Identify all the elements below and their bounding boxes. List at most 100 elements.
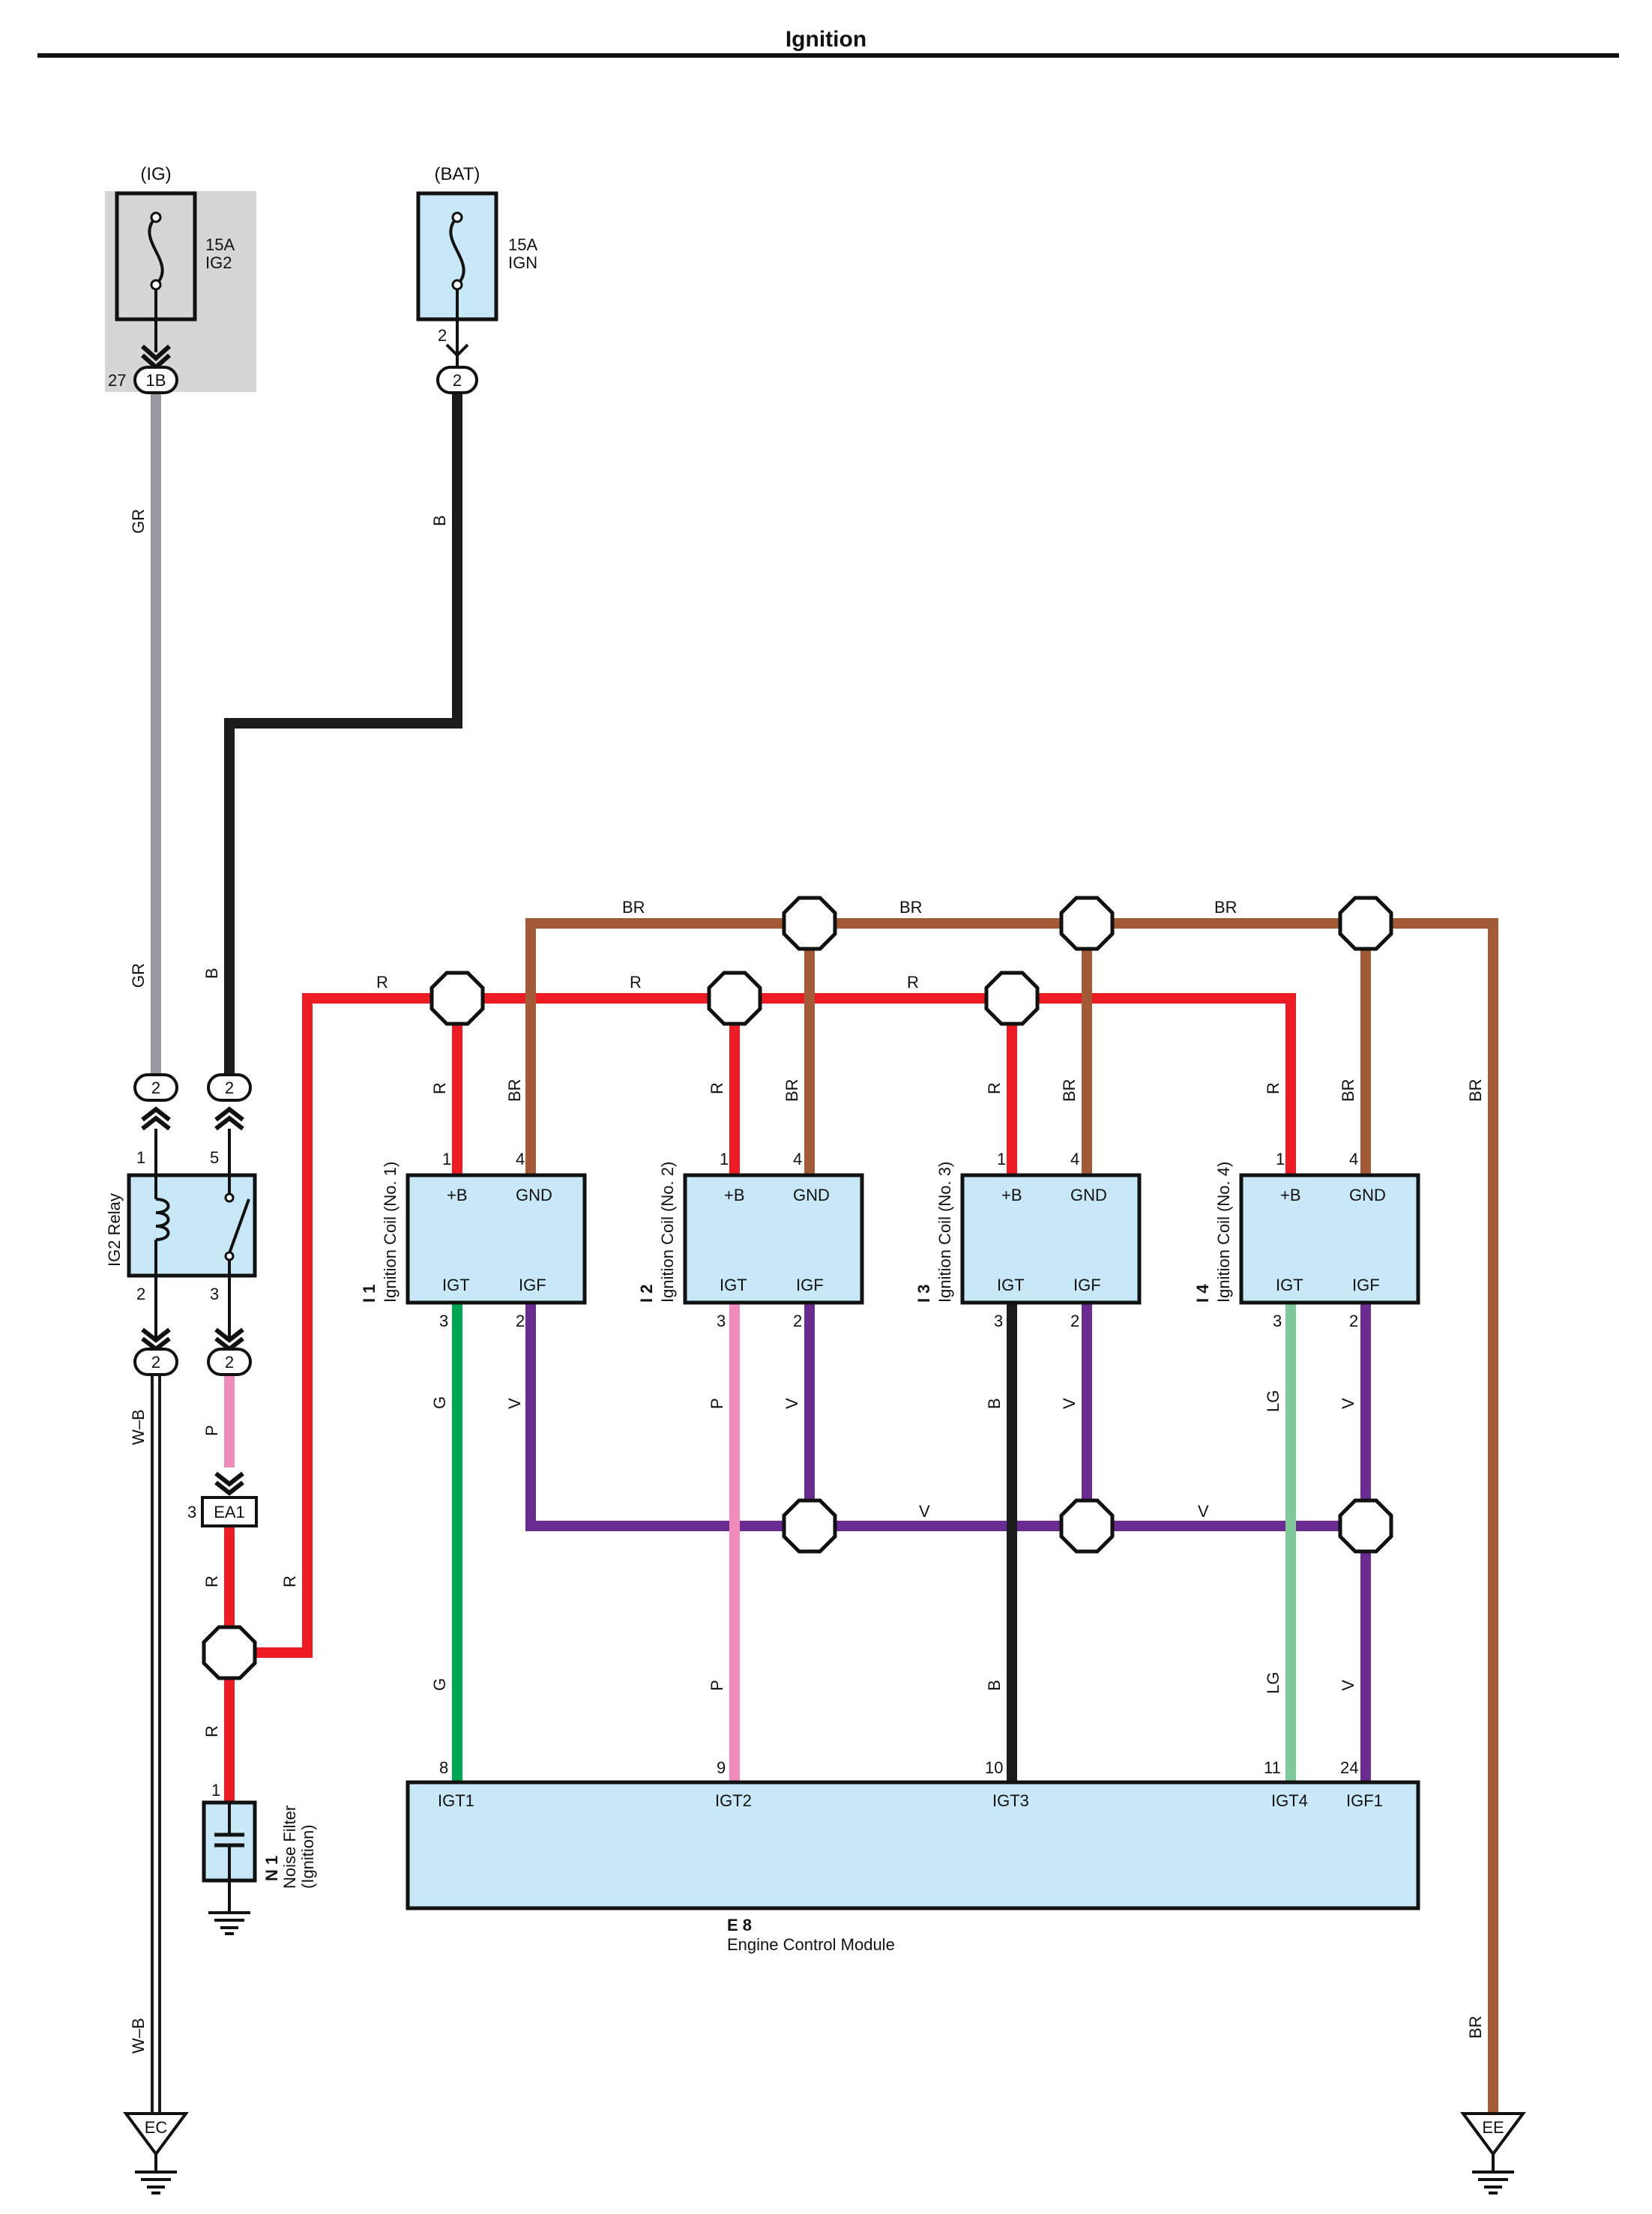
- wire-label: BR: [1060, 1079, 1079, 1102]
- wire-label: V: [1060, 1398, 1079, 1409]
- coil-icon: [155, 1198, 170, 1241]
- junction-v-2: [1059, 1498, 1115, 1554]
- wire-label: GR: [129, 509, 148, 534]
- wire-label: BR: [1214, 898, 1238, 917]
- wire-br-bus: [525, 918, 1498, 2121]
- wire-label: R: [202, 1725, 221, 1737]
- ecm-pin-11: 11: [1264, 1758, 1281, 1777]
- wire-label: BR: [899, 898, 923, 917]
- wire-label: V: [783, 1398, 801, 1409]
- svg-text:1: 1: [997, 1150, 1006, 1168]
- fuse-icon: [148, 216, 164, 286]
- ignition-coil-1: 1 4 +B GND IGT IGF 3 2 I 1 Ignition Coil…: [360, 1150, 587, 1330]
- wire-v-bus: [525, 1303, 1366, 1531]
- wire-label: B: [985, 1680, 1004, 1691]
- svg-text:3: 3: [439, 1312, 448, 1330]
- wire-label: V: [505, 1398, 524, 1409]
- wire-code-labels: GR GR B B W–B W–B P R R R R R R BR BR BR…: [129, 509, 1485, 2054]
- chevron-down-icon: [214, 1471, 244, 1496]
- svg-text:I 2: I 2: [637, 1285, 656, 1303]
- wire-label: R: [280, 1575, 299, 1587]
- ig2-pin: 27: [108, 371, 126, 390]
- wire-label: LG: [1264, 1672, 1282, 1694]
- wire-label: P: [708, 1680, 726, 1691]
- ecm-igt3: IGT3: [992, 1791, 1029, 1810]
- svg-text:Ignition Coil (No. 2): Ignition Coil (No. 2): [658, 1162, 677, 1303]
- ecm-id: E 8: [727, 1916, 752, 1934]
- wire-label: P: [202, 1425, 221, 1436]
- junction-br-1: [782, 896, 837, 951]
- wire-label: B: [430, 515, 449, 526]
- junction-v-3: [1338, 1498, 1393, 1554]
- wire-label: G: [430, 1678, 449, 1691]
- bat-supply-label: (BAT): [435, 164, 480, 184]
- relay-connector-top-right: [207, 1073, 252, 1102]
- relay-pin-1: 1: [136, 1148, 145, 1167]
- svg-text:I 1: I 1: [360, 1285, 379, 1303]
- ecm-igf1: IGF1: [1346, 1791, 1383, 1810]
- junction-r-2: [707, 971, 762, 1026]
- wire-label: G: [430, 1396, 449, 1409]
- svg-text:2: 2: [793, 1312, 802, 1330]
- relay-connector-bottom-left: [133, 1348, 178, 1376]
- svg-text:1: 1: [442, 1150, 451, 1168]
- wire-label: BR: [1339, 1079, 1357, 1102]
- wire-label: R: [907, 973, 919, 992]
- fuse-icon: [449, 216, 465, 286]
- wire-label: W–B: [129, 2018, 148, 2054]
- wire-label: BR: [1466, 1079, 1485, 1102]
- svg-text:GND: GND: [793, 1186, 830, 1204]
- noise-filter-pin: 1: [211, 1781, 220, 1800]
- ecm-pin-24: 24: [1340, 1758, 1358, 1777]
- chevron-down-icon: [445, 343, 469, 358]
- ig2-relay: [127, 1173, 257, 1278]
- noise-filter-id: N 1: [262, 1856, 281, 1881]
- svg-text:EC: EC: [145, 2118, 168, 2137]
- svg-text:I 3: I 3: [914, 1285, 933, 1303]
- wire-label: LG: [1264, 1390, 1282, 1412]
- ecm-igt4: IGT4: [1271, 1791, 1308, 1810]
- svg-text:3: 3: [1273, 1312, 1282, 1330]
- ig2-fuse-name: IG2: [205, 253, 232, 272]
- wire-label: P: [708, 1398, 726, 1409]
- noise-filter-sub: (Ignition): [298, 1824, 317, 1889]
- wire-label: V: [1198, 1502, 1209, 1521]
- svg-text:4: 4: [1349, 1150, 1358, 1168]
- svg-text:IGT: IGT: [997, 1276, 1025, 1294]
- wire-label: V: [1339, 1398, 1357, 1409]
- svg-text:IGT: IGT: [1276, 1276, 1303, 1294]
- ea1-label: EA1: [214, 1503, 245, 1521]
- ground-icon: [208, 1911, 250, 1935]
- svg-text:Ignition Coil (No. 1): Ignition Coil (No. 1): [381, 1162, 400, 1303]
- svg-text:Ignition Coil (No. 3): Ignition Coil (No. 3): [935, 1162, 954, 1303]
- wire-label: R: [202, 1575, 221, 1587]
- svg-text:GND: GND: [1349, 1186, 1386, 1204]
- ignition-coil-3: 1 4 +B GND IGT IGF 3 2 I 3 Ignition Coil…: [914, 1150, 1142, 1330]
- wire-label: BR: [622, 898, 645, 917]
- svg-text:I 4: I 4: [1193, 1284, 1212, 1303]
- wire-label: B: [985, 1398, 1004, 1409]
- wire-label: R: [1264, 1082, 1282, 1094]
- svg-text:IGF: IGF: [519, 1276, 546, 1294]
- ea1-connector: [201, 1496, 258, 1527]
- ignition-coil-2: 1 4 +B GND IGT IGF 3 2 I 2 Ignition Coil…: [637, 1150, 864, 1330]
- chevron-up-icon: [141, 1106, 171, 1131]
- svg-text:3: 3: [994, 1312, 1003, 1330]
- svg-text:4: 4: [793, 1150, 802, 1168]
- wire-label: R: [430, 1082, 449, 1094]
- svg-text:4: 4: [516, 1150, 525, 1168]
- svg-text:IGF: IGF: [1073, 1276, 1101, 1294]
- svg-text:+B: +B: [447, 1186, 468, 1204]
- svg-text:IGT: IGT: [442, 1276, 470, 1294]
- wire-label: W–B: [129, 1409, 148, 1445]
- wire-label: BR: [1466, 2015, 1485, 2039]
- svg-text:2: 2: [1349, 1312, 1358, 1330]
- wire-label: GR: [129, 963, 148, 988]
- svg-text:+B: +B: [1280, 1186, 1301, 1204]
- junction-br-2: [1059, 896, 1115, 951]
- svg-text:+B: +B: [724, 1186, 745, 1204]
- relay-connector-top-left: [133, 1073, 178, 1102]
- relay-pin-3: 3: [210, 1285, 219, 1303]
- ig2-fuse-amp: 15A: [205, 235, 235, 254]
- junction-r-3: [984, 971, 1040, 1026]
